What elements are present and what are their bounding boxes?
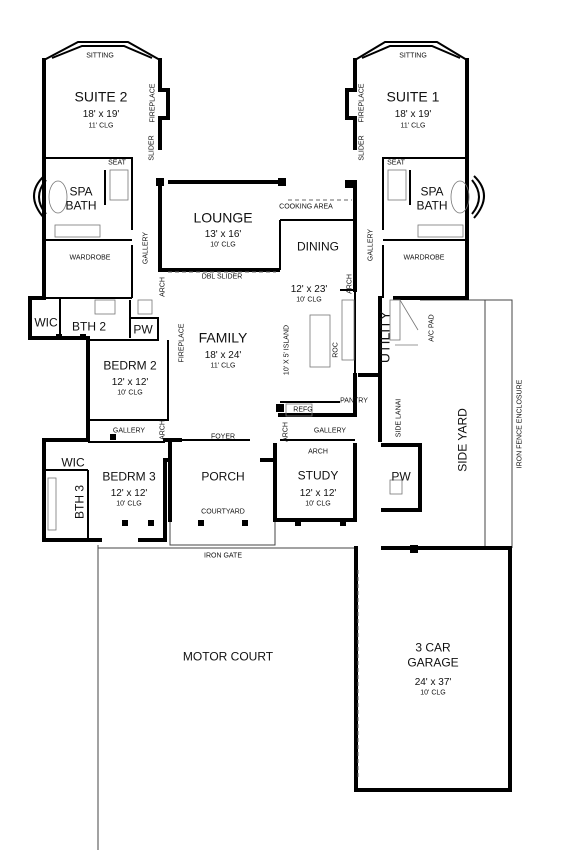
bay-windows: [33, 41, 485, 219]
fixtures: [47, 169, 470, 531]
spa-bath-left-line2: BATH: [65, 198, 97, 213]
lounge-clg: 10' CLG: [210, 241, 236, 249]
bedrm2-clg: 10' CLG: [117, 389, 143, 397]
wardrobe-label-right: WARDROBE: [403, 254, 445, 262]
side-lanai-label: SIDE LANAI: [395, 398, 403, 438]
wardrobe-label-left: WARDROBE: [69, 254, 111, 262]
lounge-dim: 13' x 16': [204, 228, 242, 240]
bedrm2-dim: 12' x 12': [111, 376, 149, 388]
dining-name: DINING: [297, 239, 339, 254]
gallery-mid-left-label: GALLERY: [112, 427, 146, 435]
slider-label-left: SLIDER: [148, 135, 156, 161]
dining-clg: 10' CLG: [296, 296, 322, 304]
bedrm3-name: BEDRM 3: [102, 469, 156, 484]
pw-left-name: PW: [133, 322, 153, 337]
fireplace-suite1-label: FIREPLACE: [358, 83, 366, 123]
lounge-name: LOUNGE: [193, 209, 253, 226]
wic-bottom-name: WIC: [61, 455, 85, 470]
family-name: FAMILY: [198, 329, 248, 346]
study-dim: 12' x 12': [299, 487, 337, 499]
ac-pad-label: A/C PAD: [428, 314, 436, 342]
pw-right-name: PW: [391, 469, 411, 484]
bedrm3-clg: 10' CLG: [116, 500, 142, 508]
garage-line2: GARAGE: [407, 655, 459, 670]
refg-label: REFG: [293, 406, 313, 414]
roc-label: ROC: [332, 342, 340, 358]
gallery-mid-right-label: GALLERY: [313, 427, 347, 435]
spa-bath-left-line1: SPA: [69, 184, 93, 199]
bedrm3-dim: 12' x 12': [110, 487, 148, 499]
suite2-name: SUITE 2: [74, 88, 128, 105]
seat-label-right: SEAT: [387, 159, 405, 167]
sitting-label-left: SITTING: [86, 52, 114, 60]
dbl-slider-label: DBL SLIDER: [201, 273, 243, 281]
gallery-label-left: GALLERY: [142, 231, 150, 265]
site-lines: [97, 299, 513, 850]
dining-dim: 12' x 23': [290, 283, 328, 295]
suite2-dim: 18' x 19': [82, 108, 120, 120]
bth2-name: BTH 2: [71, 319, 107, 334]
garage-clg: 10' CLG: [420, 689, 446, 697]
fireplace-suite2-label: FIREPLACE: [149, 83, 157, 123]
island-label: 10' X 5' ISLAND: [283, 324, 291, 376]
motor-court-label: MOTOR COURT: [182, 649, 274, 664]
dashed-lines: [168, 199, 359, 780]
garage-line1: 3 CAR: [415, 640, 451, 655]
exterior-walls: [28, 58, 512, 792]
suite1-clg: 11' CLG: [400, 122, 426, 130]
iron-gate-label: IRON GATE: [204, 552, 242, 560]
courtyard-label: COURTYARD: [201, 508, 245, 516]
cooking-area-label: COOKING AREA: [279, 203, 333, 211]
gallery-label-right: GALLERY: [367, 228, 375, 262]
fireplace-family-label: FIREPLACE: [178, 323, 186, 363]
iron-fence-label: IRON FENCE ENCLOSURE: [516, 379, 524, 469]
arch-gallery-right-label: ARCH: [282, 422, 290, 442]
foyer-label: FOYER: [210, 433, 236, 441]
spa-bath-right-line1: SPA: [420, 184, 444, 199]
utility-name: UTILITY: [376, 310, 393, 364]
suite2-clg: 11' CLG: [88, 122, 114, 130]
study-name: STUDY: [297, 468, 339, 483]
slider-label-right: SLIDER: [358, 135, 366, 161]
columns: [56, 178, 418, 553]
bth3-name: BTH 3: [72, 484, 87, 520]
family-dim: 18' x 24': [204, 349, 242, 361]
bedrm2-name: BEDRM 2: [103, 358, 157, 373]
spa-bath-right-line2: BATH: [416, 198, 448, 213]
porch-name: PORCH: [201, 469, 245, 484]
wic-top-name: WIC: [34, 315, 58, 330]
suite1-name: SUITE 1: [386, 88, 440, 105]
interior-walls: [44, 157, 467, 540]
arch-gallery-left-label: ARCH: [159, 420, 167, 440]
arch-lounge-label: ARCH: [159, 277, 167, 297]
sitting-label-right: SITTING: [399, 52, 427, 60]
suite1-dim: 18' x 19': [394, 108, 432, 120]
pantry-label: PANTRY: [340, 397, 368, 405]
garage-dim: 24' x 37': [414, 676, 452, 688]
side-yard-label: SIDE YARD: [455, 408, 470, 472]
seat-label-left: SEAT: [108, 159, 126, 167]
arch-study-label: ARCH: [308, 448, 328, 456]
family-clg: 11' CLG: [210, 362, 236, 370]
study-clg: 10' CLG: [305, 500, 331, 508]
arch-dining-label: ARCH: [346, 274, 354, 294]
